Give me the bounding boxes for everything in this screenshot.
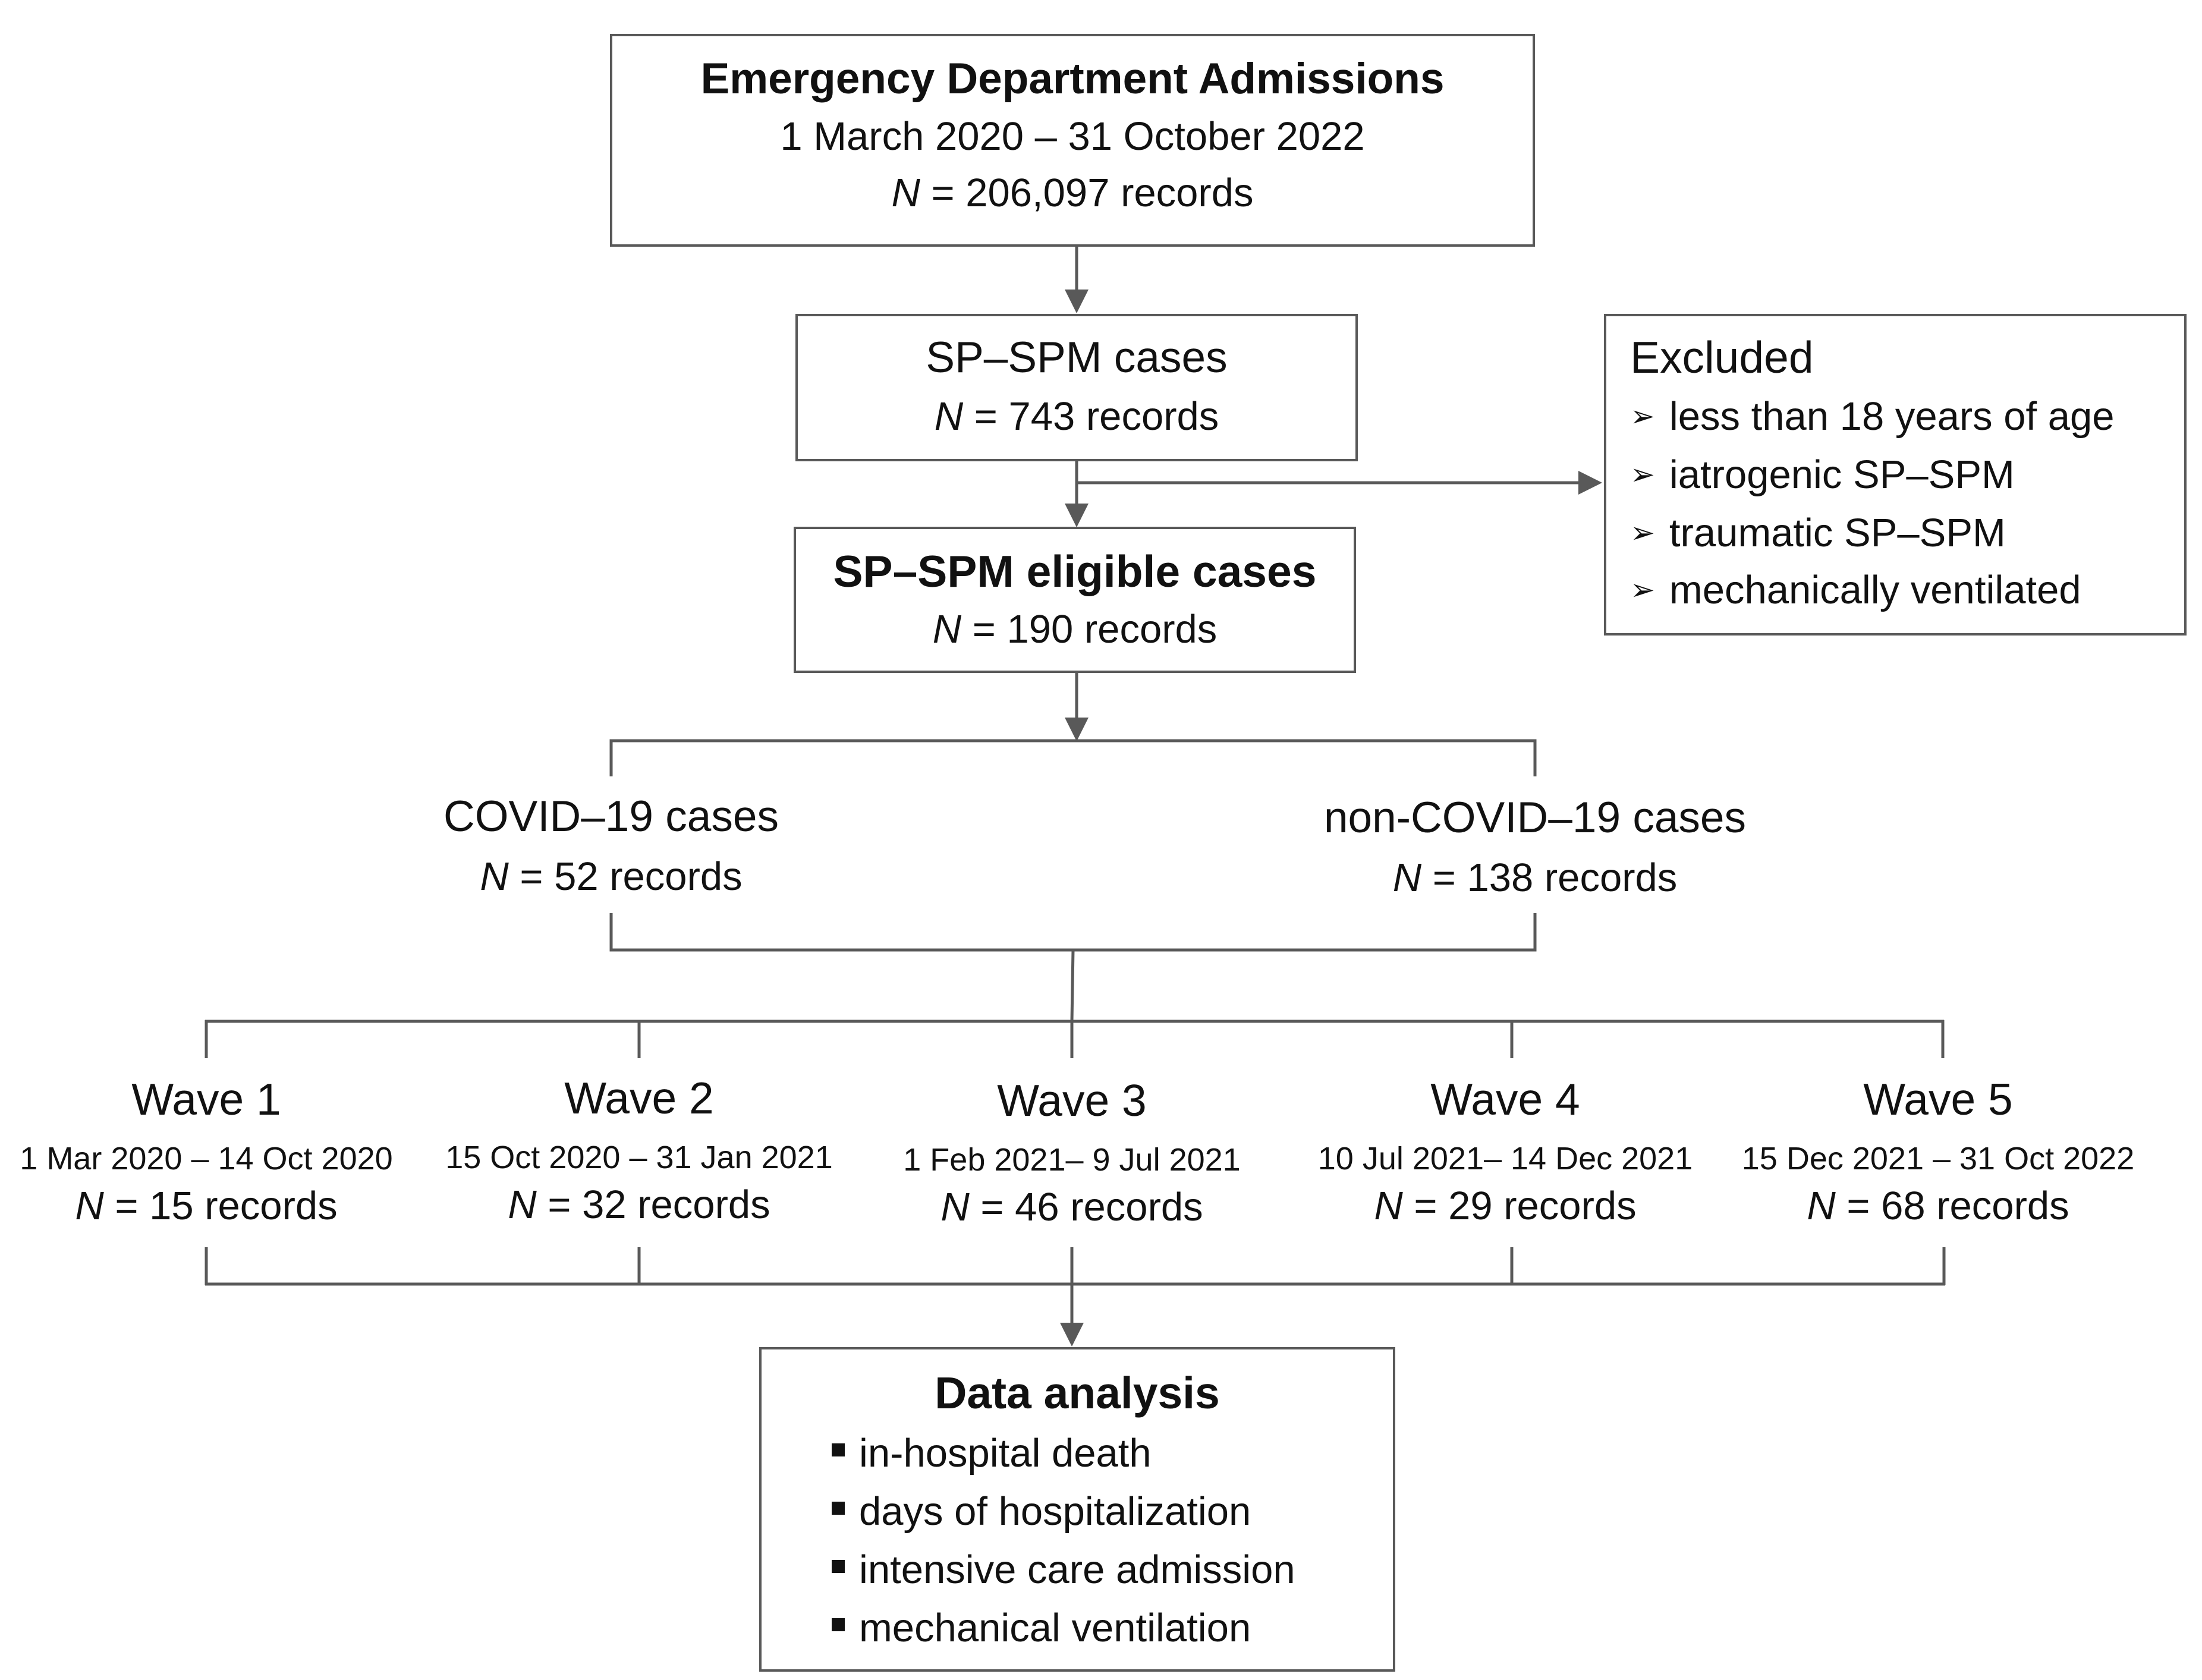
analysis-item-label: days of hospitalization (859, 1489, 1251, 1534)
wave-count-value: = 32 records (536, 1182, 770, 1227)
square-bullet-icon (832, 1560, 845, 1574)
spspm-count-value: = 743 records (963, 394, 1219, 439)
wave-count-value: = 29 records (1402, 1184, 1637, 1228)
spspm-count: N = 743 records (798, 394, 1355, 439)
wave-title: Wave 1 (131, 1074, 281, 1124)
non-covid-count-value: = 138 records (1421, 855, 1678, 900)
admissions-count-value: = 206,097 records (920, 171, 1254, 215)
excluded-item-label: mechanically ventilated (1669, 568, 2081, 612)
excluded-item: ➢ traumatic SP–SPM (1630, 510, 2006, 556)
analysis-box: Data analysis in-hospital death days of … (759, 1347, 1395, 1672)
n-symbol: N (891, 171, 920, 215)
wave-period: 1 Feb 2021– 9 Jul 2021 (903, 1142, 1241, 1178)
non-covid-title: non-COVID–19 cases (1323, 794, 1747, 842)
n-symbol: N (480, 854, 509, 899)
n-symbol: N (932, 607, 962, 652)
wave-period: 15 Oct 2020 – 31 Jan 2021 (445, 1140, 833, 1175)
arrowhead-bullet-icon: ➢ (1630, 516, 1655, 549)
arrowhead-bullet-icon: ➢ (1630, 458, 1655, 491)
square-bullet-icon (832, 1502, 845, 1515)
wave-count: N = 29 records (1291, 1183, 1719, 1229)
non-covid-count: N = 138 records (1267, 855, 1803, 901)
wave-count: N = 46 records (858, 1184, 1286, 1230)
wave-title: Wave 5 (1863, 1074, 2013, 1124)
analysis-item-label: intensive care admission (859, 1547, 1295, 1592)
wave-period: 15 Dec 2021 – 31 Oct 2022 (1741, 1141, 2135, 1176)
arrowhead-bullet-icon: ➢ (1630, 399, 1655, 433)
excluded-item: ➢ iatrogenic SP–SPM (1630, 452, 2015, 498)
wave-period: 1 Mar 2020 – 14 Oct 2020 (20, 1141, 393, 1176)
excluded-item: ➢ less than 18 years of age (1630, 394, 2115, 439)
n-symbol: N (75, 1184, 104, 1228)
eligible-title: SP–SPM eligible cases (833, 546, 1317, 596)
excluded-item: ➢ mechanically ventilated (1630, 567, 2081, 613)
wave-title: Wave 2 (564, 1073, 714, 1123)
wave-count: N = 15 records (0, 1183, 420, 1229)
square-bullet-icon (832, 1443, 845, 1457)
analysis-item: days of hospitalization (832, 1489, 1251, 1534)
bracket-groups-bottom (609, 913, 1537, 952)
wave-count-value: = 68 records (1835, 1184, 2069, 1228)
wave-count: N = 32 records (425, 1182, 853, 1228)
analysis-item-label: mechanical ventilation (859, 1606, 1251, 1650)
analysis-title: Data analysis (935, 1368, 1220, 1418)
bracket-groups-top (609, 739, 1537, 776)
admissions-count: N = 206,097 records (612, 170, 1533, 216)
analysis-item: in-hospital death (832, 1430, 1152, 1476)
spspm-box: SP–SPM cases N = 743 records (795, 314, 1358, 461)
analysis-item: mechanical ventilation (832, 1605, 1251, 1651)
stem-groups-to-waves (1070, 949, 1075, 1022)
admissions-period: 1 March 2020 – 31 October 2022 (780, 114, 1365, 159)
eligible-count: N = 190 records (796, 606, 1354, 652)
wave-count: N = 68 records (1724, 1183, 2152, 1229)
n-symbol: N (940, 1185, 970, 1229)
analysis-item: intensive care admission (832, 1547, 1295, 1593)
wave-title: Wave 4 (1430, 1074, 1580, 1124)
covid-count-value: = 52 records (508, 854, 743, 899)
excluded-item-label: traumatic SP–SPM (1669, 511, 2006, 555)
excluded-item-label: iatrogenic SP–SPM (1669, 452, 2015, 497)
n-symbol: N (1374, 1184, 1403, 1228)
arrowhead-bullet-icon: ➢ (1630, 573, 1655, 606)
wave-period: 10 Jul 2021– 14 Dec 2021 (1317, 1141, 1693, 1176)
wave-title: Wave 3 (997, 1075, 1147, 1125)
n-symbol: N (1392, 855, 1422, 900)
n-symbol: N (934, 394, 964, 439)
excluded-item-label: less than 18 years of age (1669, 394, 2115, 439)
n-symbol: N (508, 1182, 537, 1227)
admissions-box: Emergency Department Admissions 1 March … (610, 34, 1535, 247)
excluded-box: Excluded ➢ less than 18 years of age ➢ iat… (1604, 314, 2187, 635)
admissions-title: Emergency Department Admissions (700, 55, 1445, 103)
wave-count-value: = 15 records (103, 1184, 338, 1228)
eligible-box: SP–SPM eligible cases N = 190 records (794, 527, 1356, 673)
spspm-title: SP–SPM cases (926, 334, 1228, 382)
square-bullet-icon (832, 1618, 845, 1632)
excluded-title: Excluded (1630, 332, 1814, 382)
wave-count-value: = 46 records (969, 1185, 1203, 1229)
analysis-item-label: in-hospital death (859, 1431, 1152, 1475)
eligible-count-value: = 190 records (961, 607, 1218, 652)
covid-title: COVID–19 cases (443, 792, 779, 841)
covid-count: N = 52 records (373, 854, 849, 899)
n-symbol: N (1807, 1184, 1836, 1228)
